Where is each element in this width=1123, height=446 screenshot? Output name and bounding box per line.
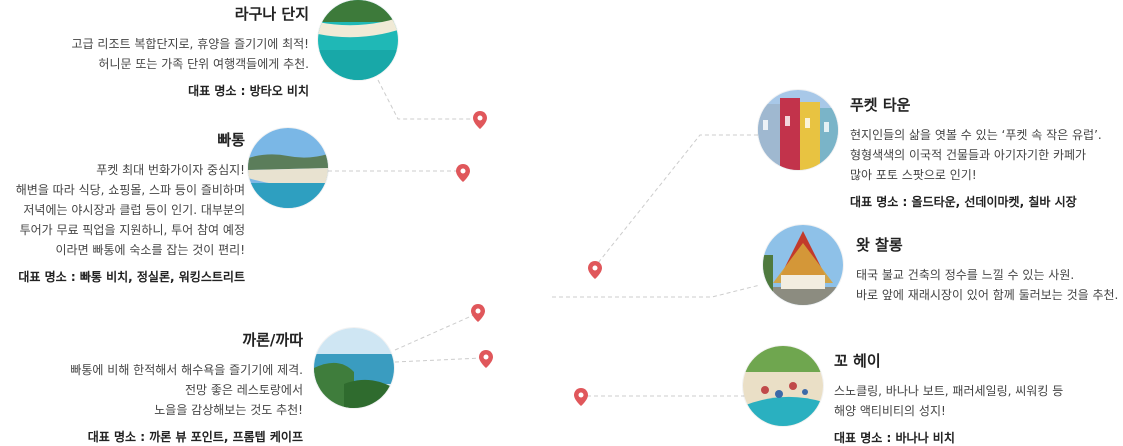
connector-karon-2: [394, 357, 483, 363]
map-pin-icon-kata[interactable]: [479, 350, 493, 368]
area-attractions: 대표 명소 : 까론 뷰 포인트, 프롬텝 케이프: [87, 430, 303, 444]
area-description: 푸켓 최대 번화가이자 중심지! 해변을 따라 식당, 쇼핑몰, 스파 등이 즐…: [15, 163, 245, 257]
area-description: 스노클링, 바나나 보트, 패러세일링, 씨워킹 등 해양 액티비티의 성지!: [834, 384, 1064, 418]
area-card-patong: 빠통 푸켓 최대 번화가이자 중심지! 해변을 따라 식당, 쇼핑몰, 스파 등…: [5, 129, 245, 285]
photo-lagoon-beach: [318, 0, 398, 80]
connector-lagoon: [377, 79, 476, 120]
area-card-lagoon: 라구나 단지 고급 리조트 복합단지로, 휴양을 즐기기에 최적! 허니문 또는…: [9, 3, 309, 99]
area-description: 현지인들의 삶을 엿볼 수 있는 ‘푸켓 속 작은 유럽’. 형형색색의 이국적…: [850, 128, 1102, 182]
area-attractions: 대표 명소 : 방타오 비치: [188, 84, 309, 98]
area-title: 라구나 단지: [234, 5, 309, 23]
area-title: 빠통: [217, 131, 245, 149]
connector-wat: [552, 284, 761, 298]
photo-patong-bay: [248, 128, 328, 208]
map-pin-icon-patong[interactable]: [456, 164, 470, 182]
map-pin-icon-karon[interactable]: [471, 304, 485, 322]
area-title: 왓 찰롱: [856, 236, 903, 254]
area-card-wat-chalong: 왓 찰롱 태국 불교 건축의 정수를 느낄 수 있는 사원. 바로 앞에 재래시…: [856, 234, 1121, 305]
photo-karon-viewpoint: [314, 328, 394, 408]
area-card-phuket-town: 푸켓 타운 현지인들의 삶을 엿볼 수 있는 ‘푸켓 속 작은 유럽’. 형형색…: [850, 94, 1120, 210]
area-card-karon-kata: 까론/까따 빠통에 비해 한적해서 해수욕을 즐기기에 제격. 전망 좋은 레스…: [3, 329, 303, 445]
connector-karon-1: [394, 313, 477, 351]
area-card-koh-hey: 꼬 헤이 스노클링, 바나나 보트, 패러세일링, 씨워킹 등 해양 액티비티의…: [834, 350, 1114, 446]
photo-phuket-old-town: [758, 90, 838, 170]
map-pin-icon-phuket-town[interactable]: [588, 261, 602, 279]
area-title: 푸켓 타운: [850, 96, 911, 114]
area-description: 빠통에 비해 한적해서 해수욕을 즐기기에 제격. 전망 좋은 레스토랑에서 노…: [70, 363, 303, 417]
area-title: 꼬 헤이: [834, 352, 881, 370]
connector-town: [593, 134, 758, 269]
area-description: 고급 리조트 복합단지로, 휴양을 즐기기에 최적! 허니문 또는 가족 단위 …: [71, 37, 309, 71]
photo-wat-chalong-temple: [763, 225, 843, 305]
area-attractions: 대표 명소 : 올드타운, 선데이마켓, 칠바 시장: [850, 195, 1077, 209]
area-attractions: 대표 명소 : 빠통 비치, 정실론, 워킹스트리트: [18, 270, 245, 284]
photo-koh-hey-beach: [743, 346, 823, 426]
map-pin-icon-lagoon[interactable]: [473, 111, 487, 129]
map-pin-icon-kohey[interactable]: [574, 388, 588, 406]
area-title: 까론/까따: [242, 331, 303, 349]
area-description: 태국 불교 건축의 정수를 느낄 수 있는 사원. 바로 앞에 재래시장이 있어…: [856, 268, 1119, 302]
